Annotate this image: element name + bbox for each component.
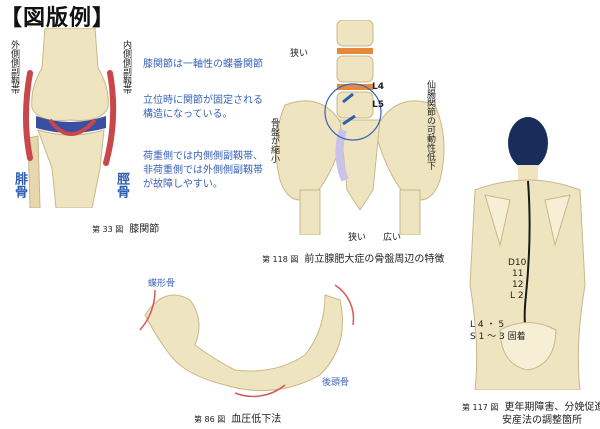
lateral-collateral-label: 外側側副靱帯 [9, 40, 19, 94]
s13-label: S 1 〜 3 固着 [470, 332, 526, 342]
fig33-number: 第 33 図 [92, 225, 124, 234]
knee-note-2a: 立位時に関節が固定される [143, 95, 263, 106]
wide-bottom-label: 広い [383, 233, 402, 243]
fig118-caption: 第 118 図前立腺肥大症の骨盤周辺の特徴 [262, 250, 444, 265]
fig118-title: 前立腺肥大症の骨盤周辺の特徴 [304, 254, 445, 265]
sacroiliac-label: 仙腸関節の可動性低下 [425, 80, 435, 170]
n12-label: 12 [512, 280, 524, 290]
medial-collateral-label: 内側側副靱帯 [121, 40, 131, 94]
skull-bones-illustration [135, 275, 365, 400]
l45-label: L 4 ・ 5 [470, 320, 505, 330]
back-illustration [460, 115, 595, 391]
page-title: 【図版例】 [0, 6, 116, 31]
fig117-number: 第 117 図 [462, 403, 499, 412]
l5-label: L5 [372, 100, 384, 110]
narrow-top-label: 狭い [290, 49, 309, 59]
knee-note-3c: が故障しやすい。 [143, 179, 223, 190]
fig86-title: 血圧低下法 [231, 414, 282, 425]
pelvis-shrink-label: 骨盤が縮小 [269, 118, 279, 163]
pelvis-illustration [265, 19, 455, 236]
tibia-label: 脛骨 [114, 172, 129, 198]
fig86-number: 第 86 図 [194, 415, 226, 424]
narrow-bottom-label: 狭い [348, 233, 367, 243]
fig117-caption-line2: 安産法の調整箇所 [502, 415, 582, 426]
fig33-caption: 第 33 図膝関節 [92, 220, 159, 235]
l2-label: L 2 [510, 291, 524, 301]
fig86-caption: 第 86 図血圧低下法 [194, 410, 281, 425]
d10-label: D10 [508, 258, 527, 268]
n11-label: 11 [512, 269, 524, 279]
fibula-label: 腓骨 [12, 172, 27, 198]
knee-note-2b: 構造になっている。 [143, 109, 233, 120]
occipital-label: 後頭骨 [322, 378, 350, 388]
l4-label: L4 [372, 82, 384, 92]
knee-illustration [0, 27, 140, 209]
knee-note-1: 膝関節は一軸性の蝶番関節 [143, 59, 263, 70]
fig117-title-a: 更年期障害、分娩促進、 [504, 402, 600, 413]
sphenoid-label: 蝶形骨 [148, 279, 176, 289]
knee-note-3a: 荷重側では内側側副靱帯、 [143, 151, 263, 162]
knee-note-3b: 非荷重側では外側側副靱帯 [143, 165, 263, 176]
fig33-title: 膝関節 [129, 224, 160, 235]
fig118-number: 第 118 図 [262, 255, 299, 264]
